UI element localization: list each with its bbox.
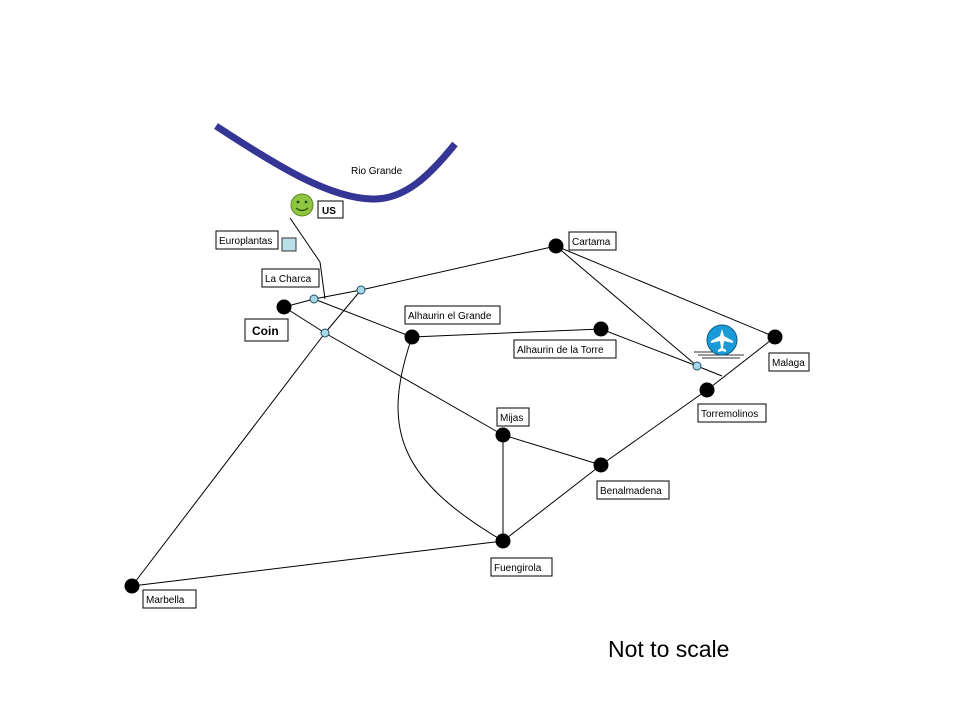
- la-charca-label: La Charca: [265, 274, 312, 285]
- road-segment: [313, 289, 362, 300]
- town-label-torremolinos: Torremolinos: [701, 409, 758, 420]
- label-box-mijas: [496, 407, 530, 427]
- label-box-malaga: [768, 352, 810, 372]
- road-segment: [131, 332, 326, 587]
- road-segment: [502, 434, 602, 466]
- road-segment: [706, 336, 776, 391]
- label-box-torremolinos: [697, 403, 767, 423]
- town-dot-alhaurin-de-la-torre: [593, 321, 609, 337]
- label-box-benalmadena: [596, 480, 670, 500]
- greenhouse-icon: [281, 237, 297, 252]
- town-dot-cartama: [548, 238, 564, 254]
- town-dot-fuengirola: [495, 533, 511, 549]
- road-segment: [600, 389, 708, 466]
- road-segment: [555, 245, 776, 338]
- junction-marker: [320, 328, 330, 338]
- road-segment: [397, 336, 504, 542]
- river-rio-grande: [214, 123, 458, 203]
- airport-icon: [694, 324, 744, 359]
- label-box-la-charca: [261, 268, 320, 288]
- road-segment: [319, 261, 326, 300]
- river-label: Rio Grande: [351, 166, 403, 177]
- town-dot-alhaurin-el-grande: [404, 329, 420, 345]
- road-segment: [600, 328, 698, 367]
- road-segment: [411, 328, 602, 338]
- road-segment: [313, 298, 413, 338]
- town-label-marbella: Marbella: [146, 595, 185, 606]
- town-dot-coin: [276, 299, 292, 315]
- town-label-malaga: Malaga: [772, 358, 805, 369]
- junction-marker: [692, 361, 702, 371]
- europlantas-label: Europlantas: [219, 236, 272, 247]
- road-segment: [289, 217, 321, 263]
- not-to-scale-note: Not to scale: [608, 636, 730, 662]
- road-segment: [324, 289, 362, 334]
- town-dot-marbella: [124, 578, 140, 594]
- us-label: US: [322, 206, 336, 217]
- town-label-coin: Coin: [252, 324, 279, 338]
- label-box-cartama: [568, 231, 617, 251]
- town-label-benalmadena: Benalmadena: [600, 486, 662, 497]
- label-box-marbella: [142, 589, 197, 609]
- town-dot-malaga: [767, 329, 783, 345]
- road-segment: [283, 306, 326, 334]
- road-segment: [131, 540, 504, 587]
- junction-marker: [309, 294, 319, 304]
- label-box-alhaurin-el-grande: [404, 305, 501, 325]
- road-segment: [555, 245, 698, 367]
- town-label-alhaurin-de-la-torre: Alhaurin de la Torre: [517, 345, 604, 356]
- town-dot-torremolinos: [699, 382, 715, 398]
- town-dot-mijas: [495, 427, 511, 443]
- town-label-fuengirola: Fuengirola: [494, 563, 542, 574]
- label-box-fuengirola: [490, 557, 553, 577]
- label-box-us: [317, 200, 344, 219]
- roads: [131, 217, 776, 587]
- town-label-mijas: Mijas: [500, 413, 523, 424]
- junction-marker: [356, 285, 366, 295]
- town-label-cartama: Cartama: [572, 237, 611, 248]
- road-segment: [324, 332, 504, 436]
- label-box-europlantas: [215, 230, 279, 250]
- road-segment: [502, 464, 602, 542]
- town-label-alhaurin-el-grande: Alhaurin el Grande: [408, 311, 492, 322]
- smiley-face-icon: [290, 193, 314, 217]
- label-box-coin: [244, 318, 289, 342]
- label-box-alhaurin-de-la-torre: [513, 339, 617, 359]
- road-segment: [360, 245, 557, 291]
- town-dot-benalmadena: [593, 457, 609, 473]
